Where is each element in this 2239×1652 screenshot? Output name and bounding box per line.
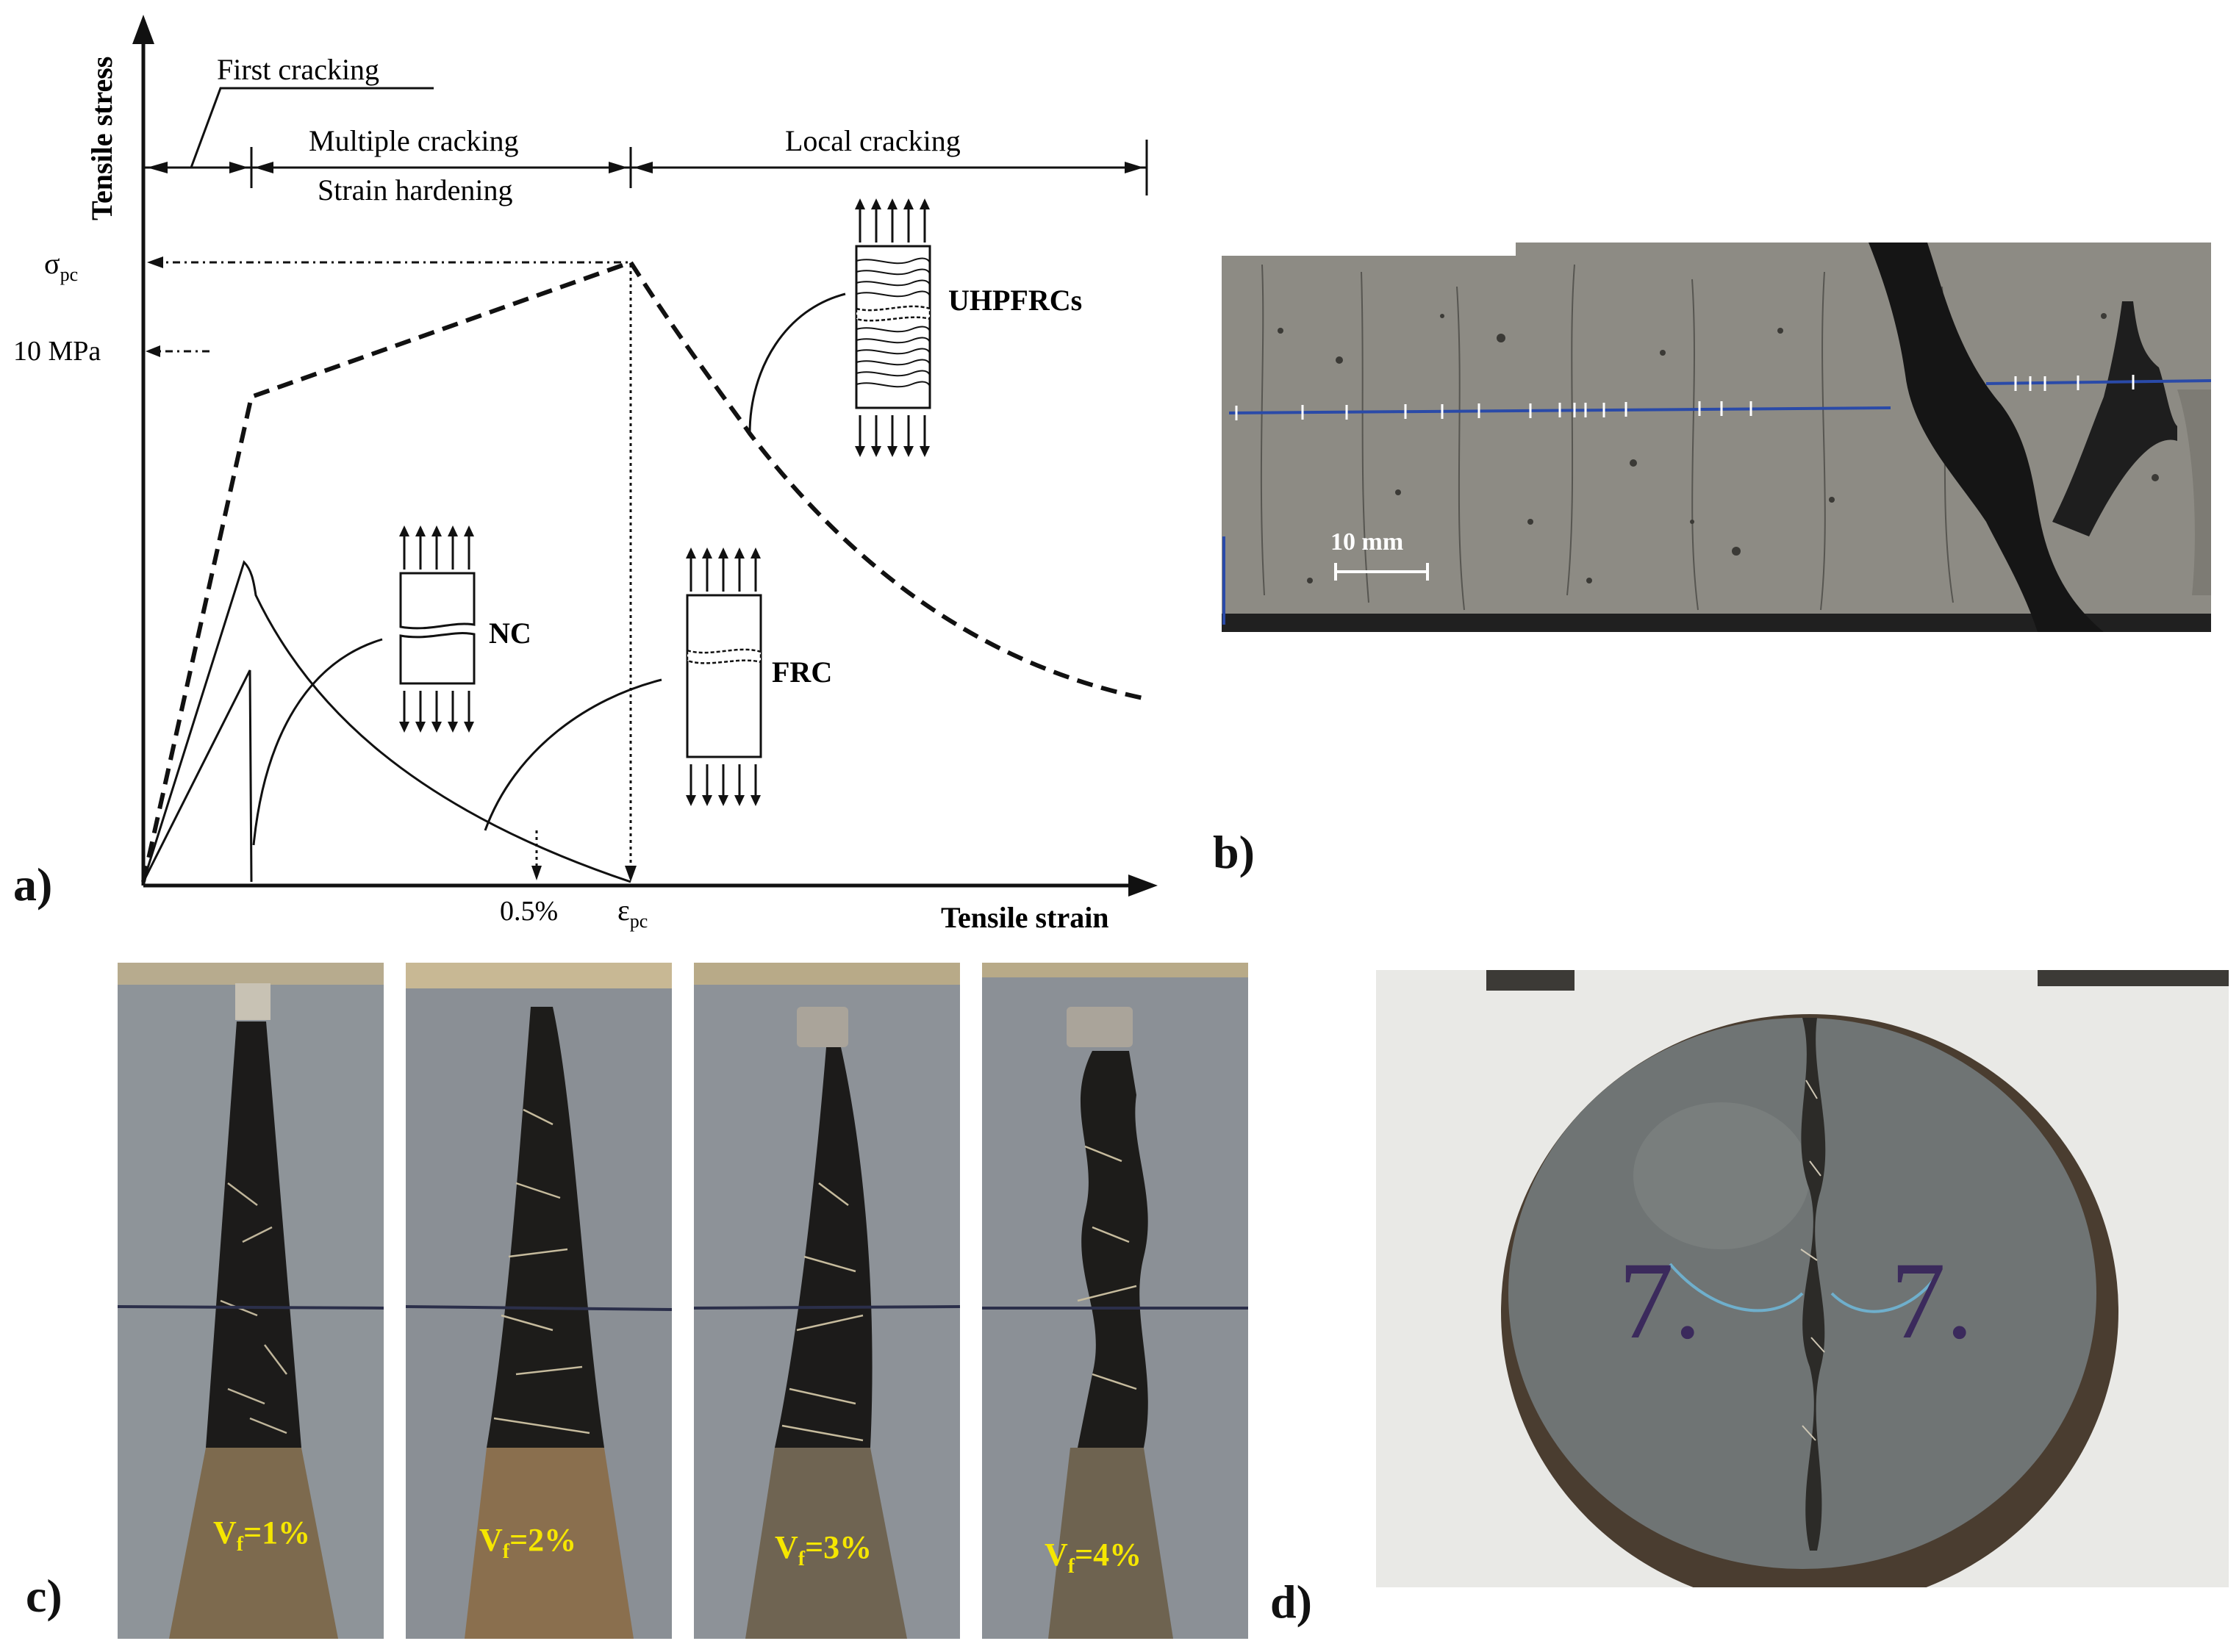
photo-b: 10 mm	[1222, 243, 2211, 632]
nc-label: NC	[489, 617, 531, 650]
phase-multiple-cracking: Multiple cracking	[309, 124, 518, 157]
chart-a: Tensile stress Tensile strain σpc 10 MPa…	[13, 15, 1158, 934]
series-nc-curve	[142, 669, 253, 883]
specimen-vf-2: Vf=2%	[405, 963, 673, 1639]
nc-leader	[252, 638, 383, 846]
y-axis-label: Tensile stress	[85, 57, 118, 220]
series-frc-curve	[142, 560, 631, 883]
specimen-vf-3: Vf=3%	[693, 963, 961, 1639]
y-tick-10mpa: 10 MPa	[13, 336, 101, 367]
uhpfrc-specimen-icon	[855, 198, 931, 457]
photo-d: 7. 7.	[1376, 970, 2229, 1587]
phase-strain-hardening: Strain hardening	[318, 173, 513, 206]
svg-text:Vf=4%: Vf=4%	[1045, 1537, 1142, 1578]
series-uhpfrc-curve	[141, 259, 1144, 883]
panel-label-c: c)	[26, 1570, 62, 1622]
frc-label: FRC	[772, 656, 832, 689]
svg-text:Vf=1%: Vf=1%	[213, 1515, 310, 1556]
x-tick-0.5: 0.5%	[500, 896, 558, 927]
uhpfrc-leader	[748, 292, 846, 434]
panel-label-b: b)	[1213, 826, 1255, 878]
first-cracking-leader	[190, 87, 434, 168]
x-tick-epsilon-pc: εpc	[617, 894, 648, 932]
mark-right: 7.	[1891, 1240, 1974, 1362]
split-crack	[1801, 1018, 1826, 1551]
y-tick-sigma-pc: σpc	[44, 247, 78, 285]
mark-left: 7.	[1619, 1240, 1702, 1362]
nc-specimen-icon	[399, 525, 476, 733]
main-crack	[1869, 243, 2104, 632]
specimen-vf-1: Vf=1%	[118, 963, 384, 1639]
frc-leader	[484, 678, 662, 831]
phase-local-cracking: Local cracking	[785, 124, 961, 157]
uhpfrc-label: UHPFRCs	[948, 284, 1082, 317]
panel-label-d: d)	[1270, 1576, 1312, 1628]
phase-first-cracking: First cracking	[217, 53, 379, 86]
svg-text:Vf=2%: Vf=2%	[479, 1522, 576, 1563]
specimen-vf-4: Vf=4%	[982, 963, 1248, 1639]
scale-bar-label: 10 mm	[1330, 528, 1403, 556]
y-axis-arrow	[132, 15, 154, 44]
scale-bar	[1334, 563, 1429, 581]
svg-text:Vf=3%: Vf=3%	[775, 1529, 872, 1570]
x-axis-label: Tensile strain	[941, 901, 1109, 934]
panel-label-a: a)	[13, 858, 53, 911]
photo-c: Vf=1% Vf=2% Vf=3%	[118, 963, 1248, 1639]
x-axis-arrow	[1128, 875, 1158, 897]
frc-specimen-icon	[686, 547, 762, 806]
